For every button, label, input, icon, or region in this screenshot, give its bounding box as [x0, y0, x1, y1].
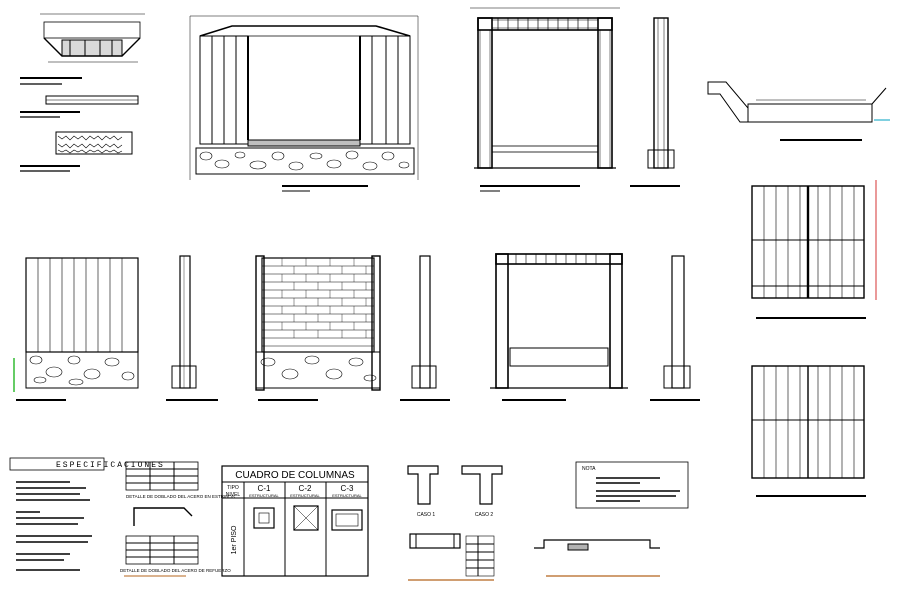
gate-elevation [751, 365, 866, 497]
column-c1-code: C-1 [258, 484, 271, 493]
frame-elevation-rebar [470, 7, 620, 192]
column-side-section-2 [166, 255, 218, 401]
column-side-section-1 [630, 17, 680, 187]
column-schedule-frame [221, 465, 369, 577]
column-side-section-3 [400, 255, 450, 401]
gate-elevation-rebar [751, 180, 877, 319]
column-c3-code: C-3 [341, 484, 354, 493]
rebar-bending-table-2 [124, 535, 199, 577]
rebar-bending-table-1 [125, 461, 199, 526]
footing-strip-section [534, 539, 660, 577]
frame-elevation-rebar-2 [490, 253, 628, 401]
beam-case-1-label: CASO 1 [417, 512, 436, 518]
panel-wall-elevation [13, 257, 139, 401]
note-title: NOTA [582, 466, 596, 472]
column-table-nivel: NIVEL [226, 492, 241, 498]
beam-sections [407, 465, 503, 581]
beam-elevation-small [20, 95, 139, 118]
specs-header: ESPECIFICACIONES [56, 461, 165, 470]
beam-case-2-label: CASO 2 [475, 512, 494, 518]
specifications-box [9, 457, 105, 571]
sloped-channel-section [707, 81, 890, 141]
column-table-tipo: TIPO [227, 485, 239, 491]
rebar-detail-label-2: DETALLE DE DOBLADO DEL ACERO DE REFUERZO [120, 568, 231, 573]
column-side-section-4 [650, 255, 700, 401]
note-box [575, 461, 689, 509]
column-table-title: CUADRO DE COLUMNAS [235, 470, 355, 481]
column-c2-type: ESTRUCTURAL [290, 493, 320, 498]
channel-section-detail [20, 13, 145, 85]
wall-elevation-concrete [189, 15, 419, 192]
column-c2-code: C-2 [299, 484, 312, 493]
brick-wall-elevation [255, 255, 381, 401]
column-table-floor: 1er PISO [231, 525, 238, 554]
column-c1-type: ESTRUCTURAL [249, 493, 279, 498]
foundation-texture-detail [20, 131, 133, 172]
rebar-detail-label: DETALLE DE DOBLADO DEL ACERO EN ESTRIBOS [126, 494, 235, 499]
column-c3-type: ESTRUCTURAL [332, 493, 362, 498]
